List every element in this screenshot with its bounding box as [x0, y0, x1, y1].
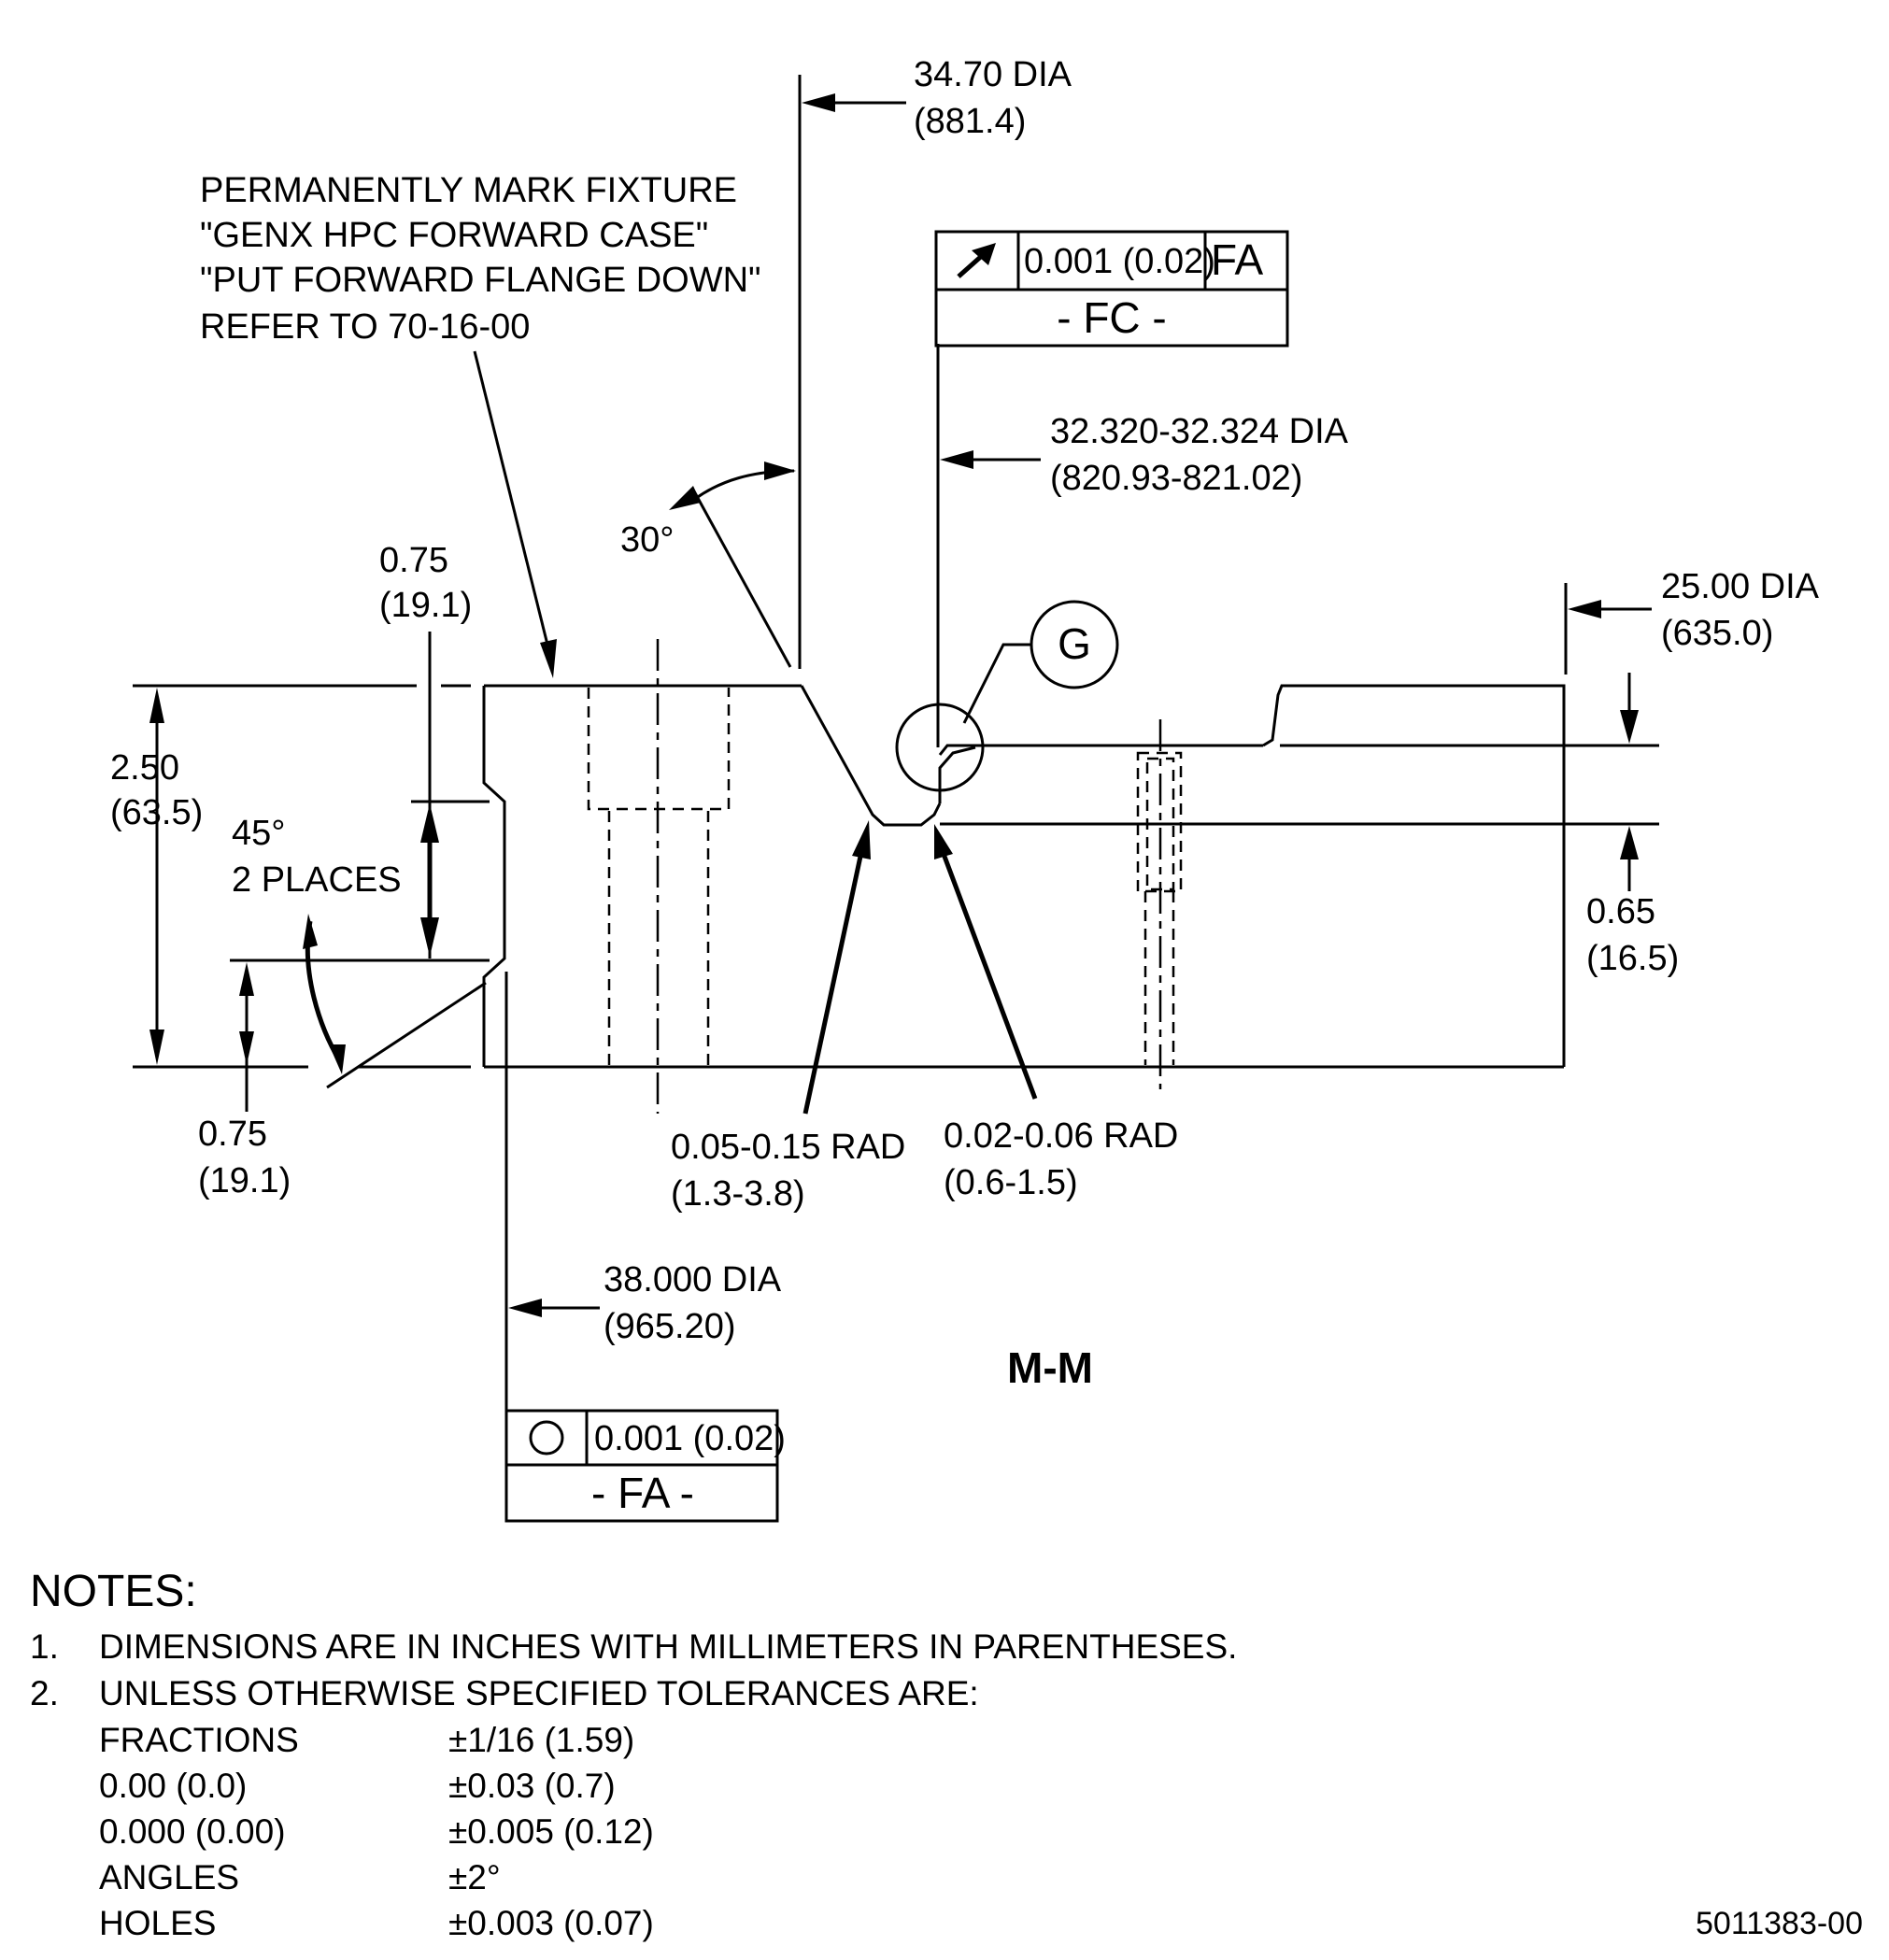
dia-top-metric: (881.4) [914, 102, 1026, 141]
runout-arrow-icon [957, 243, 996, 278]
dim-top-075-value: 0.75 [379, 541, 448, 580]
marking-line-3: "PUT FORWARD FLANGE DOWN" [200, 261, 761, 300]
dimension-lines [149, 93, 1652, 1317]
part-outline [482, 684, 1659, 1069]
chamfer-places: 2 PLACES [232, 860, 402, 900]
rad-2-metric: (0.6-1.5) [944, 1163, 1078, 1202]
tolerance-key: HOLES [99, 1904, 217, 1942]
fcf-runout-datum-label: - FC - [1057, 293, 1167, 342]
dim-250-value: 2.50 [110, 748, 179, 788]
tolerance-value: ±0.03 (0.7) [448, 1767, 616, 1805]
chamfer-angle: 45° [232, 814, 285, 853]
tolerance-row: HOLES ±0.003 (0.07) [30, 1900, 1244, 1946]
fcf-circularity-value: 0.001 (0.02) [594, 1419, 786, 1458]
tolerance-value: ±0.003 (0.07) [448, 1904, 654, 1942]
dia-fc-metric: (820.93-821.02) [1050, 459, 1302, 498]
circularity-icon [529, 1420, 564, 1456]
note-number: 2. [30, 1674, 59, 1712]
angle-30: 30° [620, 520, 674, 560]
notes-title: NOTES: [30, 1567, 197, 1616]
notes-block: NOTES: 1. DIMENSIONS ARE IN INCHES WITH … [30, 1566, 1244, 1946]
dim-bottom-075-value: 0.75 [198, 1115, 267, 1154]
tolerance-row: 0.000 (0.00) ±0.005 (0.12) [30, 1809, 1244, 1854]
dia-right-value: 25.00 DIA [1661, 567, 1820, 606]
tolerance-value: ±1/16 (1.59) [448, 1721, 635, 1759]
dim-065-metric: (16.5) [1586, 939, 1679, 978]
tolerance-key: FRACTIONS [99, 1721, 299, 1759]
tolerance-row: 0.00 (0.0) ±0.03 (0.7) [30, 1763, 1244, 1809]
tolerance-key: ANGLES [99, 1858, 240, 1896]
fcf-circularity-datum-label: - FA - [591, 1469, 694, 1517]
note-number: 1. [30, 1627, 59, 1666]
detail-region-circle [895, 703, 985, 792]
detail-label: G [1058, 619, 1091, 668]
marking-line-2: "GENX HPC FORWARD CASE" [200, 216, 708, 255]
dia-fc-value: 32.320-32.324 DIA [1050, 412, 1349, 451]
rad-2-value: 0.02-0.06 RAD [944, 1116, 1178, 1156]
hidden-features [587, 639, 1183, 1114]
dim-065-value: 0.65 [1586, 892, 1655, 931]
note-text: UNLESS OTHERWISE SPECIFIED TOLERANCES AR… [99, 1674, 979, 1712]
rad-1-value: 0.05-0.15 RAD [671, 1128, 905, 1167]
fcf-runout-datum-ref: FA [1211, 235, 1264, 284]
marking-line-1: PERMANENTLY MARK FIXTURE [200, 171, 737, 210]
tolerance-key: 0.000 (0.00) [99, 1812, 286, 1851]
dim-250-metric: (63.5) [110, 793, 203, 832]
note-text: DIMENSIONS ARE IN INCHES WITH MILLIMETER… [99, 1627, 1238, 1666]
detail-bubble [1030, 600, 1119, 689]
section-drawing: G 0.001 (0.02) FA - FC - 0.001 (0.02) - … [110, 55, 1820, 1523]
extension-lines [133, 75, 1568, 1411]
rad-1-metric: (1.3-3.8) [671, 1174, 805, 1214]
dim-bottom-075-metric: (19.1) [198, 1161, 291, 1200]
dia-bottom-metric: (965.20) [604, 1307, 736, 1346]
fcf-runout-value: 0.001 (0.02) [1024, 242, 1215, 281]
dia-bottom-value: 38.000 DIA [604, 1260, 782, 1300]
fcf-circularity: 0.001 (0.02) - FA - [504, 1409, 786, 1523]
section-label: M-M [1007, 1343, 1093, 1392]
marking-line-4: REFER TO 70-16-00 [200, 307, 530, 347]
note-2: 2. UNLESS OTHERWISE SPECIFIED TOLERANCES… [30, 1670, 1244, 1717]
document-number: 5011383-00 [1696, 1906, 1863, 1941]
dim-top-075-metric: (19.1) [379, 586, 472, 625]
tolerance-row: FRACTIONS ±1/16 (1.59) [30, 1717, 1244, 1763]
callout-text: PERMANENTLY MARK FIXTURE "GENX HPC FORWA… [110, 55, 1820, 1392]
dia-right-metric: (635.0) [1661, 614, 1773, 653]
note-1: 1. DIMENSIONS ARE IN INCHES WITH MILLIME… [30, 1624, 1244, 1670]
tolerance-key: 0.00 (0.0) [99, 1767, 248, 1805]
fcf-runout: 0.001 (0.02) FA - FC - [934, 230, 1289, 348]
dia-top-value: 34.70 DIA [914, 55, 1072, 94]
tolerance-value: ±2° [448, 1858, 501, 1896]
tolerance-row: ANGLES ±2° [30, 1854, 1244, 1900]
tolerance-value: ±0.005 (0.12) [448, 1812, 654, 1851]
